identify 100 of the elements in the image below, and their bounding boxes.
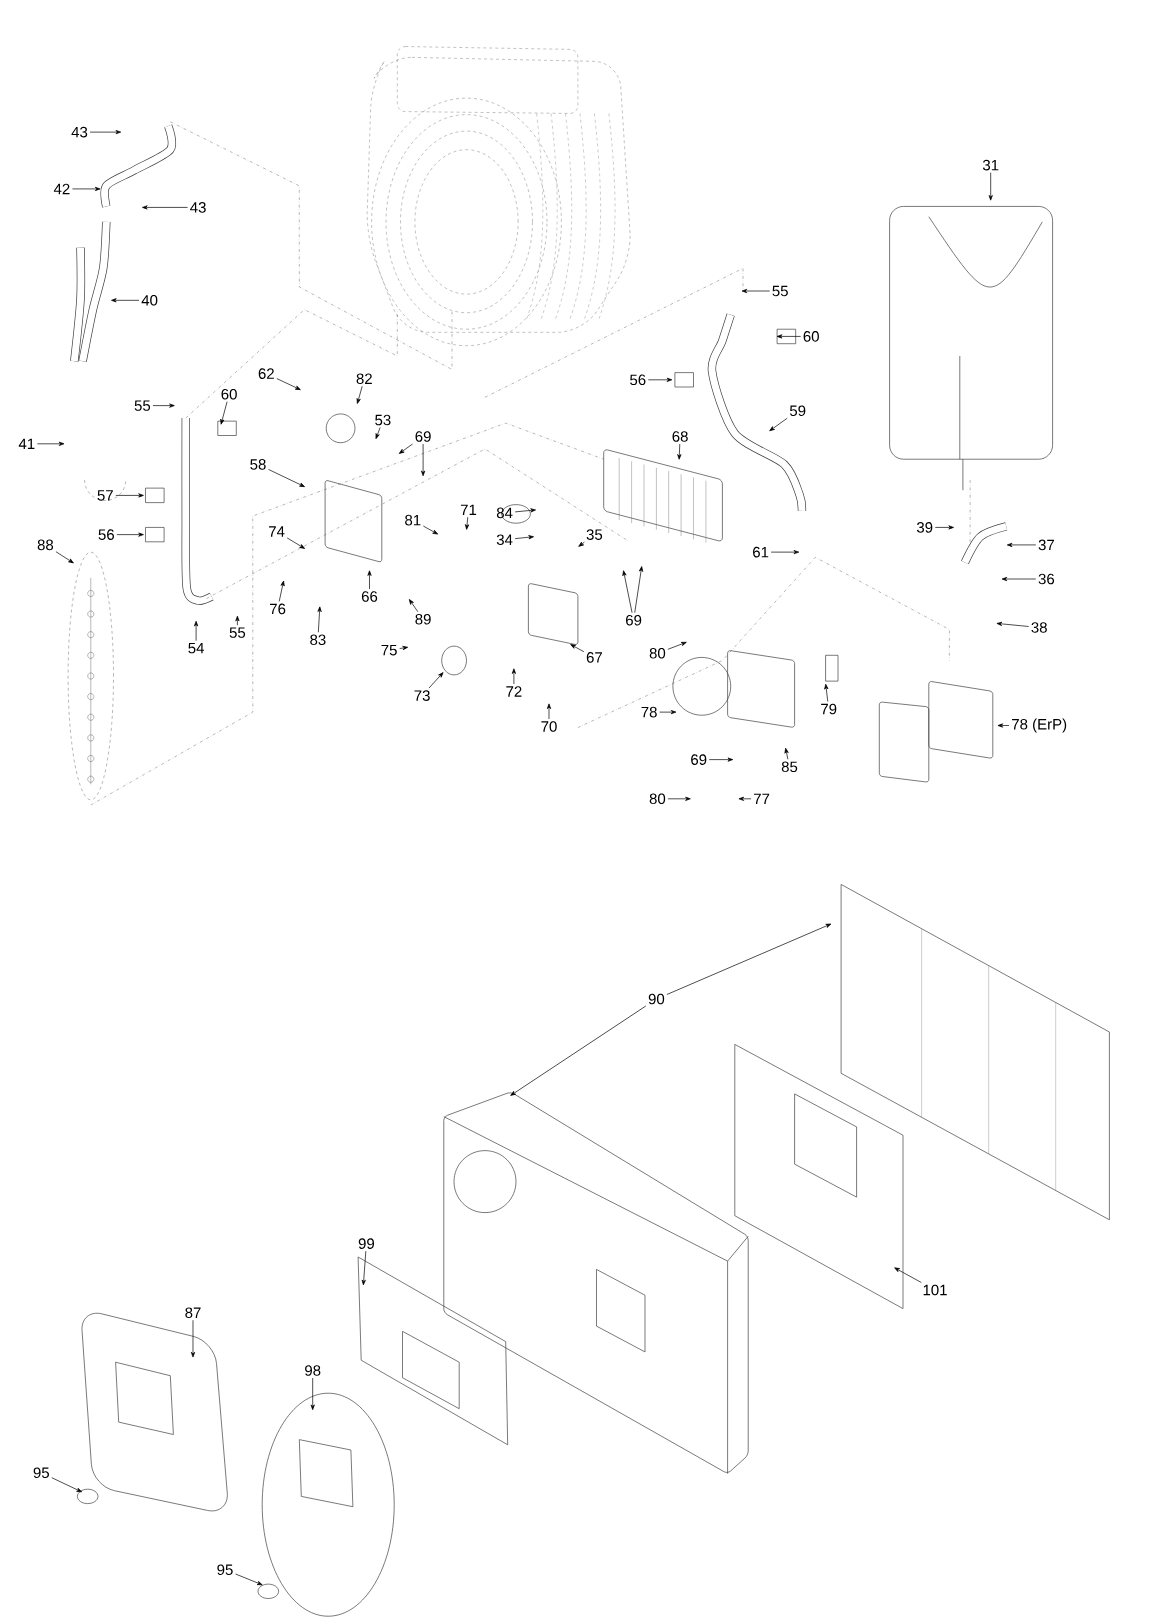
leader-line — [997, 723, 1010, 728]
leader-line — [276, 378, 301, 391]
leader-line — [570, 644, 585, 653]
callout-number: 78 (ErP) — [1012, 718, 1067, 733]
leader-line — [423, 525, 439, 535]
leader-line — [115, 493, 144, 498]
leader-line — [317, 606, 322, 633]
leader-line — [399, 645, 409, 651]
leader-line — [622, 570, 633, 614]
leader-line — [235, 615, 240, 626]
callout-number: 41 — [18, 438, 35, 449]
leader-line — [152, 403, 175, 408]
leader-line — [235, 1573, 263, 1586]
callout-number: 38 — [1031, 622, 1047, 633]
leader-line — [375, 427, 381, 439]
callout-number: 73 — [414, 690, 430, 701]
callout-number: 35 — [586, 529, 603, 540]
callout-number: 89 — [415, 613, 431, 625]
leader-line — [310, 1377, 315, 1410]
callout-number: 85 — [781, 761, 798, 773]
callout-number: 69 — [415, 431, 431, 442]
callout-number: 77 — [754, 793, 770, 804]
leader-line — [286, 537, 305, 549]
leader-line — [708, 757, 734, 762]
leader-line — [824, 683, 829, 702]
callout-number: 84 — [496, 507, 513, 519]
callout-number: 60 — [803, 331, 819, 342]
callout-number: 99 — [358, 1238, 374, 1249]
leader-line — [988, 172, 993, 201]
callout-number: 75 — [381, 645, 397, 656]
leader-line — [741, 288, 770, 294]
leader-line — [37, 441, 65, 446]
callout-number: 55 — [229, 627, 246, 638]
leader-line — [142, 205, 188, 210]
leader-line — [428, 672, 444, 689]
callout-number: 58 — [250, 459, 266, 470]
callout-number: 66 — [361, 591, 378, 602]
callout-number: 54 — [188, 642, 204, 654]
callout-number: 39 — [916, 522, 933, 533]
callout-number: 67 — [586, 652, 602, 663]
leader-line — [934, 525, 954, 530]
leader-line — [1001, 576, 1037, 582]
callout-number: 69 — [691, 754, 707, 765]
leader-line — [367, 570, 372, 590]
callout-number: 42 — [53, 183, 70, 195]
leader-line — [55, 551, 74, 564]
leader-line — [666, 923, 832, 995]
callout-number: 37 — [1038, 539, 1054, 551]
callout-number: 62 — [258, 368, 274, 379]
callout-number: 43 — [71, 126, 88, 138]
leader-line — [72, 186, 101, 191]
callout-number: 56 — [98, 529, 114, 540]
callout-number: 95 — [217, 1564, 233, 1575]
leader-line — [578, 541, 585, 547]
callout-number: 40 — [141, 295, 158, 306]
leader-line — [51, 1477, 82, 1493]
callout-number: 81 — [405, 514, 421, 526]
leader-line — [510, 1005, 647, 1096]
leader-line — [770, 550, 800, 555]
callout-number: 80 — [649, 793, 666, 805]
leader-line — [659, 710, 677, 715]
callout-number: 95 — [33, 1467, 49, 1478]
callout-number: 72 — [506, 686, 522, 697]
leader-line — [194, 620, 199, 642]
callout-number: 78 — [641, 706, 657, 718]
callout-number: 61 — [753, 546, 769, 558]
leader-line — [511, 668, 516, 685]
leader-line — [361, 1250, 367, 1286]
callout-number: 88 — [37, 539, 54, 551]
callout-number: 68 — [672, 431, 688, 442]
leader-line — [996, 621, 1029, 627]
callout-number: 55 — [134, 400, 151, 411]
callout-number: 74 — [269, 526, 285, 537]
leader-line — [769, 417, 788, 432]
callout-number: 43 — [190, 202, 206, 213]
callout-number: 57 — [97, 490, 113, 501]
callout-number: 34 — [496, 534, 513, 545]
leader-line — [398, 443, 413, 454]
leader-line — [667, 641, 687, 650]
leader-line — [421, 443, 426, 477]
leader-line — [116, 532, 144, 537]
leader-line — [220, 401, 228, 425]
callout-number: 90 — [648, 993, 665, 1005]
leader-line — [648, 377, 673, 382]
leader-line — [356, 385, 363, 404]
leader-line — [784, 747, 789, 760]
callout-number: 59 — [789, 405, 806, 416]
callout-number: 53 — [375, 414, 391, 426]
callout-number: 71 — [460, 504, 477, 515]
callout-number: 76 — [270, 603, 286, 615]
leader-line — [776, 334, 801, 339]
leader-line — [268, 469, 305, 487]
leader-line — [634, 566, 644, 614]
leader-line — [465, 516, 470, 530]
leader-line — [190, 1319, 196, 1358]
leader-line — [894, 1267, 922, 1283]
callout-number: 83 — [310, 634, 326, 646]
callout-number: 55 — [772, 285, 788, 297]
callout-number: 82 — [356, 373, 372, 384]
leader-line — [514, 508, 536, 513]
